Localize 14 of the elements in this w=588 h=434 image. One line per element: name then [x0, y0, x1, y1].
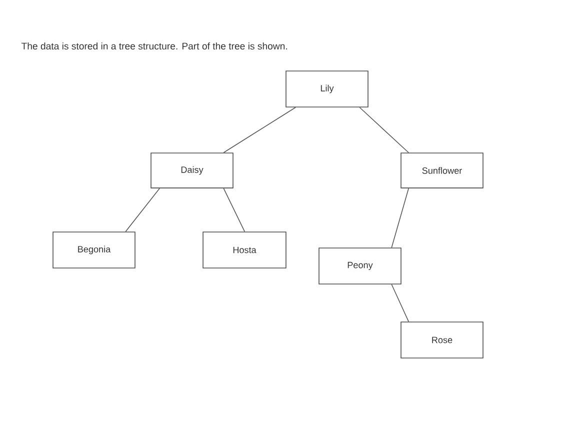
tree-node-box: Lily: [286, 70, 368, 108]
tree-node-box: Hosta: [202, 232, 286, 268]
connector-line: [223, 107, 296, 154]
tree-node-box: Begonia: [52, 232, 136, 268]
tree-node-box: Peony: [318, 248, 402, 284]
tree-node-box: Sunflower: [400, 152, 484, 188]
connector-line: [391, 284, 409, 322]
connector-line: [125, 188, 160, 232]
title-text: The data is stored in a tree structure. Part of the tree is shown.: [21, 42, 287, 50]
tree-node-box: Rose: [400, 322, 484, 358]
connector-line: [391, 188, 409, 248]
connector-line: [359, 107, 409, 154]
connector-line: [223, 188, 246, 232]
tree-node-box: Daisy: [150, 152, 234, 188]
